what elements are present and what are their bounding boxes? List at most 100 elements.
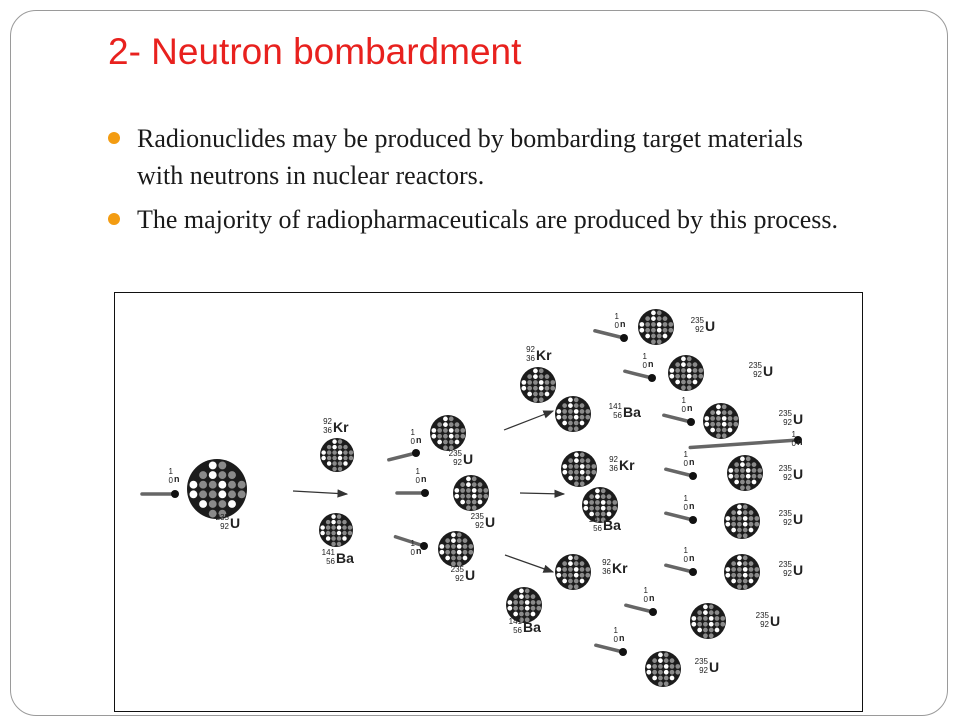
neutron [387,449,420,462]
neutron-label-atomic: 0 [643,361,648,370]
krypton-label-mass: 92 [609,455,618,464]
krypton-label-symbol: Kr [536,347,552,363]
bullet-text: The majority of radiopharmaceuticals are… [137,205,839,234]
barium-label-symbol: Ba [523,619,541,635]
bullet-dot-icon [108,132,120,144]
uranium-label-symbol: U [465,567,475,583]
uranium-label-mass: 235 [779,464,793,473]
barium-nucleus [555,396,591,432]
barium-label-atomic: 56 [593,524,602,533]
uranium-label-symbol: U [763,363,773,379]
neutron [664,467,697,480]
neutron [140,490,179,498]
barium-label-symbol: Ba [623,404,641,420]
barium-nucleus [319,513,353,547]
barium-label-mass: 141 [589,515,603,524]
uranium-label-atomic: 92 [453,458,462,467]
barium-label-mass: 141 [322,548,336,557]
neutron-label-symbol: n [648,359,654,369]
uranium-label-mass: 235 [779,509,793,518]
neutron-label-symbol: n [620,319,626,329]
uranium-label-atomic: 92 [455,574,464,583]
uranium-label-atomic: 92 [783,569,792,578]
neutron [395,489,429,497]
neutron-label-atomic: 0 [614,635,619,644]
krypton-nucleus [320,438,354,472]
slide-frame [10,10,948,716]
uranium-nucleus [727,455,763,491]
krypton-label-mass: 92 [323,417,332,426]
neutron-label-mass: 1 [792,430,797,439]
reaction-arrow [504,554,555,573]
neutron-label-mass: 1 [411,539,416,548]
neutron [623,369,656,382]
krypton-label-symbol: Kr [333,419,349,435]
uranium-label-symbol: U [705,318,715,334]
neutron-label-symbol: n [689,457,695,467]
neutron [624,603,657,616]
reaction-arrow [519,489,566,498]
uranium-label-atomic: 92 [783,473,792,482]
uranium-label-atomic: 92 [220,522,229,531]
krypton-label-atomic: 36 [602,567,611,576]
krypton-label-symbol: Kr [612,560,628,576]
neutron-label-mass: 1 [416,467,421,476]
neutron [662,413,695,426]
krypton-nucleus [555,554,591,590]
uranium-nucleus [638,309,674,345]
neutron-label-mass: 1 [682,396,687,405]
krypton-label-atomic: 36 [323,426,332,435]
uranium-label-atomic: 92 [695,325,704,334]
slide-title: 2- Neutron bombardment [108,31,522,72]
neutron-label-mass: 1 [684,546,689,555]
neutron-label-atomic: 0 [411,548,416,557]
uranium-label-mass: 235 [756,611,770,620]
uranium-label-mass: 235 [449,449,463,458]
neutron [594,643,627,656]
bullet-dot-icon [108,213,120,225]
neutron-label-symbol: n [619,633,625,643]
uranium-label-mass: 235 [216,513,230,522]
uranium-label-mass: 235 [471,512,485,521]
neutron-label-symbol: n [797,437,803,447]
uranium-label-symbol: U [709,659,719,675]
uranium-nucleus [668,355,704,391]
neutron-label-mass: 1 [169,467,174,476]
neutron-label-mass: 1 [684,494,689,503]
uranium-nucleus [703,403,739,439]
barium-label-atomic: 56 [326,557,335,566]
neutron-label-mass: 1 [644,586,649,595]
krypton-label-atomic: 36 [609,464,618,473]
neutron-label-mass: 1 [684,450,689,459]
reaction-arrow [503,410,555,431]
uranium-nucleus [187,459,247,519]
uranium-label-atomic: 92 [783,518,792,527]
neutron-label-atomic: 0 [684,459,689,468]
uranium-label-symbol: U [463,451,473,467]
neutron-label-atomic: 0 [684,503,689,512]
uranium-label-symbol: U [770,613,780,629]
neutron-label-symbol: n [689,501,695,511]
neutron-label-symbol: n [416,546,422,556]
krypton-label-mass: 92 [526,345,535,354]
neutron-label-atomic: 0 [169,476,174,485]
neutron-label-mass: 1 [411,428,416,437]
